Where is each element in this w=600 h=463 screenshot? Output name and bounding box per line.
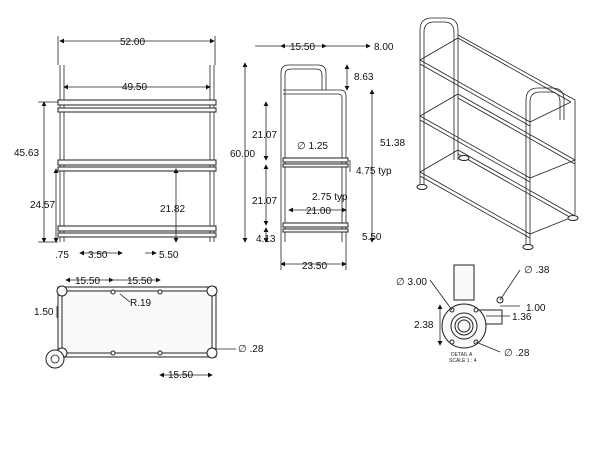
top-bend-radius: R.19 xyxy=(130,298,152,309)
side-upper-spacing: 21.07 xyxy=(252,130,277,141)
side-tube-dia: ∅ 1.25 xyxy=(297,141,328,152)
side-depth-top: 15.50 xyxy=(290,42,315,53)
front-inner-width: 49.50 xyxy=(122,82,147,93)
front-view xyxy=(38,36,217,256)
side-pitch: 2.75 typ xyxy=(312,192,348,203)
isometric-view xyxy=(416,17,579,250)
side-inner-depth: 21.00 xyxy=(306,206,331,217)
top-edge-offset: 1.50 xyxy=(34,307,54,318)
detail-offset-a: 1.00 xyxy=(526,303,546,314)
top-pitch-a: 15.50 xyxy=(75,276,100,287)
front-foot-width: 3.50 xyxy=(88,250,108,261)
front-height-upper: 45.63 xyxy=(14,148,39,159)
side-overall-depth: 23.50 xyxy=(302,261,327,272)
detail-scale: SCALE 1 : 4 xyxy=(449,358,477,364)
top-hole-dia: ∅ .28 xyxy=(238,344,264,355)
detail-title: DETAIL A xyxy=(451,352,473,358)
top-bottom-pitch: 15.50 xyxy=(168,370,193,381)
front-caster-offset: 5.50 xyxy=(159,250,179,261)
front-height-mid: 24.57 xyxy=(30,200,55,211)
front-foot-offset: .75 xyxy=(55,250,69,261)
detail-outer-dia: ∅ 3.00 xyxy=(396,277,427,288)
side-lower-spacing: 21.07 xyxy=(252,196,277,207)
detail-hole-dia: ∅ .38 xyxy=(524,265,550,276)
side-base-offset: 5.50 xyxy=(362,232,382,243)
side-view xyxy=(242,43,375,270)
side-gap: 4.75 typ xyxy=(356,166,392,177)
detail-offset-c: 2.38 xyxy=(414,320,434,331)
detail-a xyxy=(429,264,521,353)
side-handle-offset: 8.00 xyxy=(374,42,394,53)
side-inner-height: 51.38 xyxy=(380,138,405,149)
detail-offset-b: 1.36 xyxy=(512,312,532,323)
side-overall-height: 60.00 xyxy=(230,149,255,160)
front-overall-width: 52.00 xyxy=(120,37,145,48)
detail-inner-hole: ∅ .28 xyxy=(504,348,530,359)
front-shelf-drop: 21.82 xyxy=(160,204,185,215)
side-base-height: 4.13 xyxy=(256,234,276,245)
top-pitch-b: 15.50 xyxy=(127,276,152,287)
top-view xyxy=(45,277,236,378)
side-handle-height: 8.63 xyxy=(354,72,374,83)
